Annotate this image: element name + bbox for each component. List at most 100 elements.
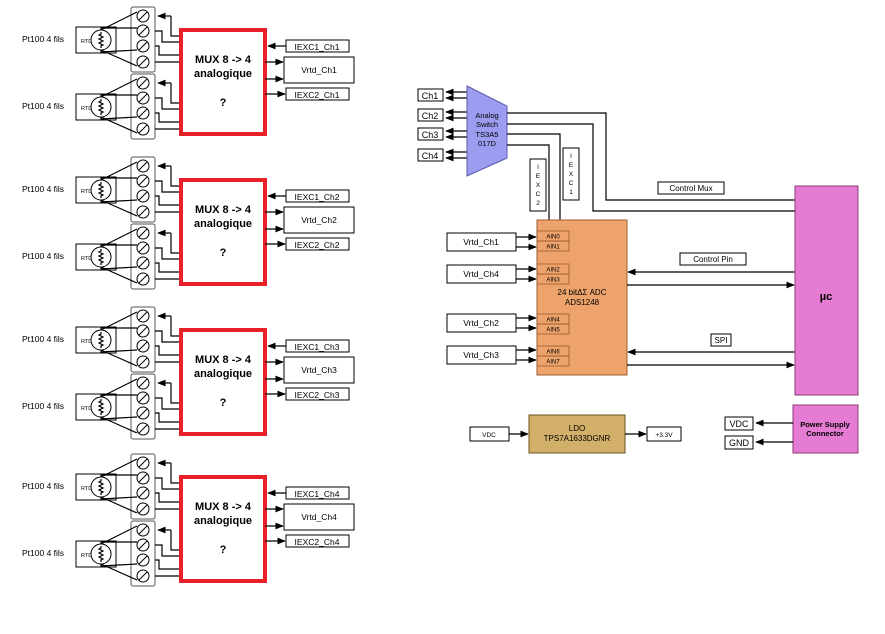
sensor-wire bbox=[100, 563, 138, 581]
analog-switch-label-3: TS3A5 bbox=[476, 130, 499, 139]
adc-input-label: Vrtd_Ch4 bbox=[463, 269, 499, 279]
sensor-wire bbox=[100, 228, 138, 248]
screw-slot bbox=[138, 274, 148, 284]
vrtd-label: Vrtd_Ch3 bbox=[301, 365, 337, 375]
mux-wire bbox=[170, 383, 181, 404]
terminal-block bbox=[130, 306, 156, 373]
sensor-wire bbox=[100, 327, 137, 330]
sensor-wire bbox=[100, 199, 138, 203]
mux-wire bbox=[155, 97, 181, 110]
ldo-label-1: LDO bbox=[569, 424, 585, 433]
ldo-output-box bbox=[646, 426, 682, 442]
iexc-letter: E bbox=[569, 162, 574, 169]
iexc1-label-box bbox=[562, 147, 580, 201]
channel-box bbox=[417, 108, 444, 122]
rtd-label: RTD bbox=[81, 189, 92, 195]
adc-pin-label: AIN4 bbox=[546, 318, 560, 324]
sensor-wire bbox=[100, 416, 138, 434]
sensor-wire bbox=[100, 177, 137, 180]
mux-wire bbox=[155, 397, 181, 410]
screw-slot bbox=[138, 26, 148, 36]
control-pin-label-box bbox=[679, 252, 747, 266]
sensor-label: Pt100 4 fils bbox=[22, 481, 64, 491]
iexc-letter: 2 bbox=[536, 200, 540, 207]
vrtd-label: Vrtd_Ch1 bbox=[301, 65, 337, 75]
screw-slot bbox=[138, 176, 148, 186]
iexc-letter: X bbox=[569, 171, 574, 178]
analog-switch-label-1: Analog bbox=[475, 111, 498, 120]
mux-wire bbox=[155, 30, 181, 43]
screw-slot bbox=[138, 393, 148, 403]
iexc1-label: IEXC1_Ch1 bbox=[295, 42, 340, 52]
resistor-zigzag-icon bbox=[97, 182, 105, 198]
sensor-wire bbox=[100, 474, 137, 477]
power-supply-label-1: Power Supply bbox=[800, 420, 850, 429]
resistor-zigzag-icon bbox=[97, 479, 105, 495]
sensor-wire bbox=[100, 563, 138, 567]
adc-pin-box bbox=[536, 323, 570, 335]
iexc1-label: IEXC1_Ch2 bbox=[295, 192, 340, 202]
mux-box bbox=[179, 475, 267, 583]
sensor-wire bbox=[100, 266, 138, 270]
mux-wire bbox=[155, 45, 181, 56]
analog-switch-label-4: 017D bbox=[478, 139, 497, 148]
sensor-label: Pt100 4 fils bbox=[22, 184, 64, 194]
sensor-wire bbox=[100, 541, 137, 544]
screw-slot bbox=[138, 258, 148, 268]
rtd-label: RTD bbox=[81, 553, 92, 559]
ldo-output-label: +3.3V bbox=[655, 432, 673, 439]
screw-slot bbox=[138, 540, 148, 550]
mux-label-3: ? bbox=[220, 544, 227, 556]
screw-slot bbox=[138, 473, 148, 483]
mux-box bbox=[179, 178, 267, 286]
resistor-zigzag-icon bbox=[97, 332, 105, 348]
iexc2-wire bbox=[507, 144, 550, 220]
sensor-wire bbox=[100, 496, 138, 514]
microcontroller-label: µc bbox=[820, 291, 832, 303]
screw-slot bbox=[138, 191, 148, 201]
mux-label-2: analogique bbox=[194, 515, 252, 527]
sensor-label: Pt100 4 fils bbox=[22, 251, 64, 261]
sensor-label: Pt100 4 fils bbox=[22, 401, 64, 411]
terminal-block bbox=[130, 373, 156, 440]
sensor-wire bbox=[100, 416, 138, 420]
sensor-wire bbox=[100, 27, 137, 30]
adc-pin-label: AIN7 bbox=[546, 360, 560, 366]
analog-switch-label-2: Switch bbox=[476, 120, 498, 129]
vrtd-box bbox=[283, 56, 355, 84]
sensor-label: Pt100 4 fils bbox=[22, 334, 64, 344]
adc-label-2: ADS1248 bbox=[565, 298, 600, 307]
mux-label-2: analogique bbox=[194, 68, 252, 80]
rtd-label: RTD bbox=[81, 256, 92, 262]
mux-wire bbox=[170, 530, 181, 551]
iexc1-box bbox=[285, 486, 350, 500]
adc-pin-label: AIN3 bbox=[546, 278, 560, 284]
mux-label-2: analogique bbox=[194, 368, 252, 380]
sensor-wire bbox=[100, 266, 138, 284]
spi-label-box bbox=[710, 333, 732, 347]
control-mux-label-box bbox=[657, 181, 725, 195]
mux-label-3: ? bbox=[220, 247, 227, 259]
screw-slot bbox=[138, 357, 148, 367]
iexc2-box bbox=[285, 237, 350, 251]
channel-box bbox=[417, 148, 444, 162]
sensor-wire bbox=[100, 161, 138, 181]
sensor-wire bbox=[100, 394, 137, 397]
terminal-block bbox=[130, 223, 156, 290]
terminal-block bbox=[130, 520, 156, 587]
channel-label: Ch4 bbox=[422, 151, 439, 161]
sensor-wire bbox=[100, 94, 137, 97]
sensor-label: Pt100 4 fils bbox=[22, 101, 64, 111]
power-supply-connector bbox=[792, 404, 859, 454]
screw-slot bbox=[138, 124, 148, 134]
iexc-letter: 1 bbox=[569, 189, 573, 196]
iexc-letter: E bbox=[536, 173, 541, 180]
